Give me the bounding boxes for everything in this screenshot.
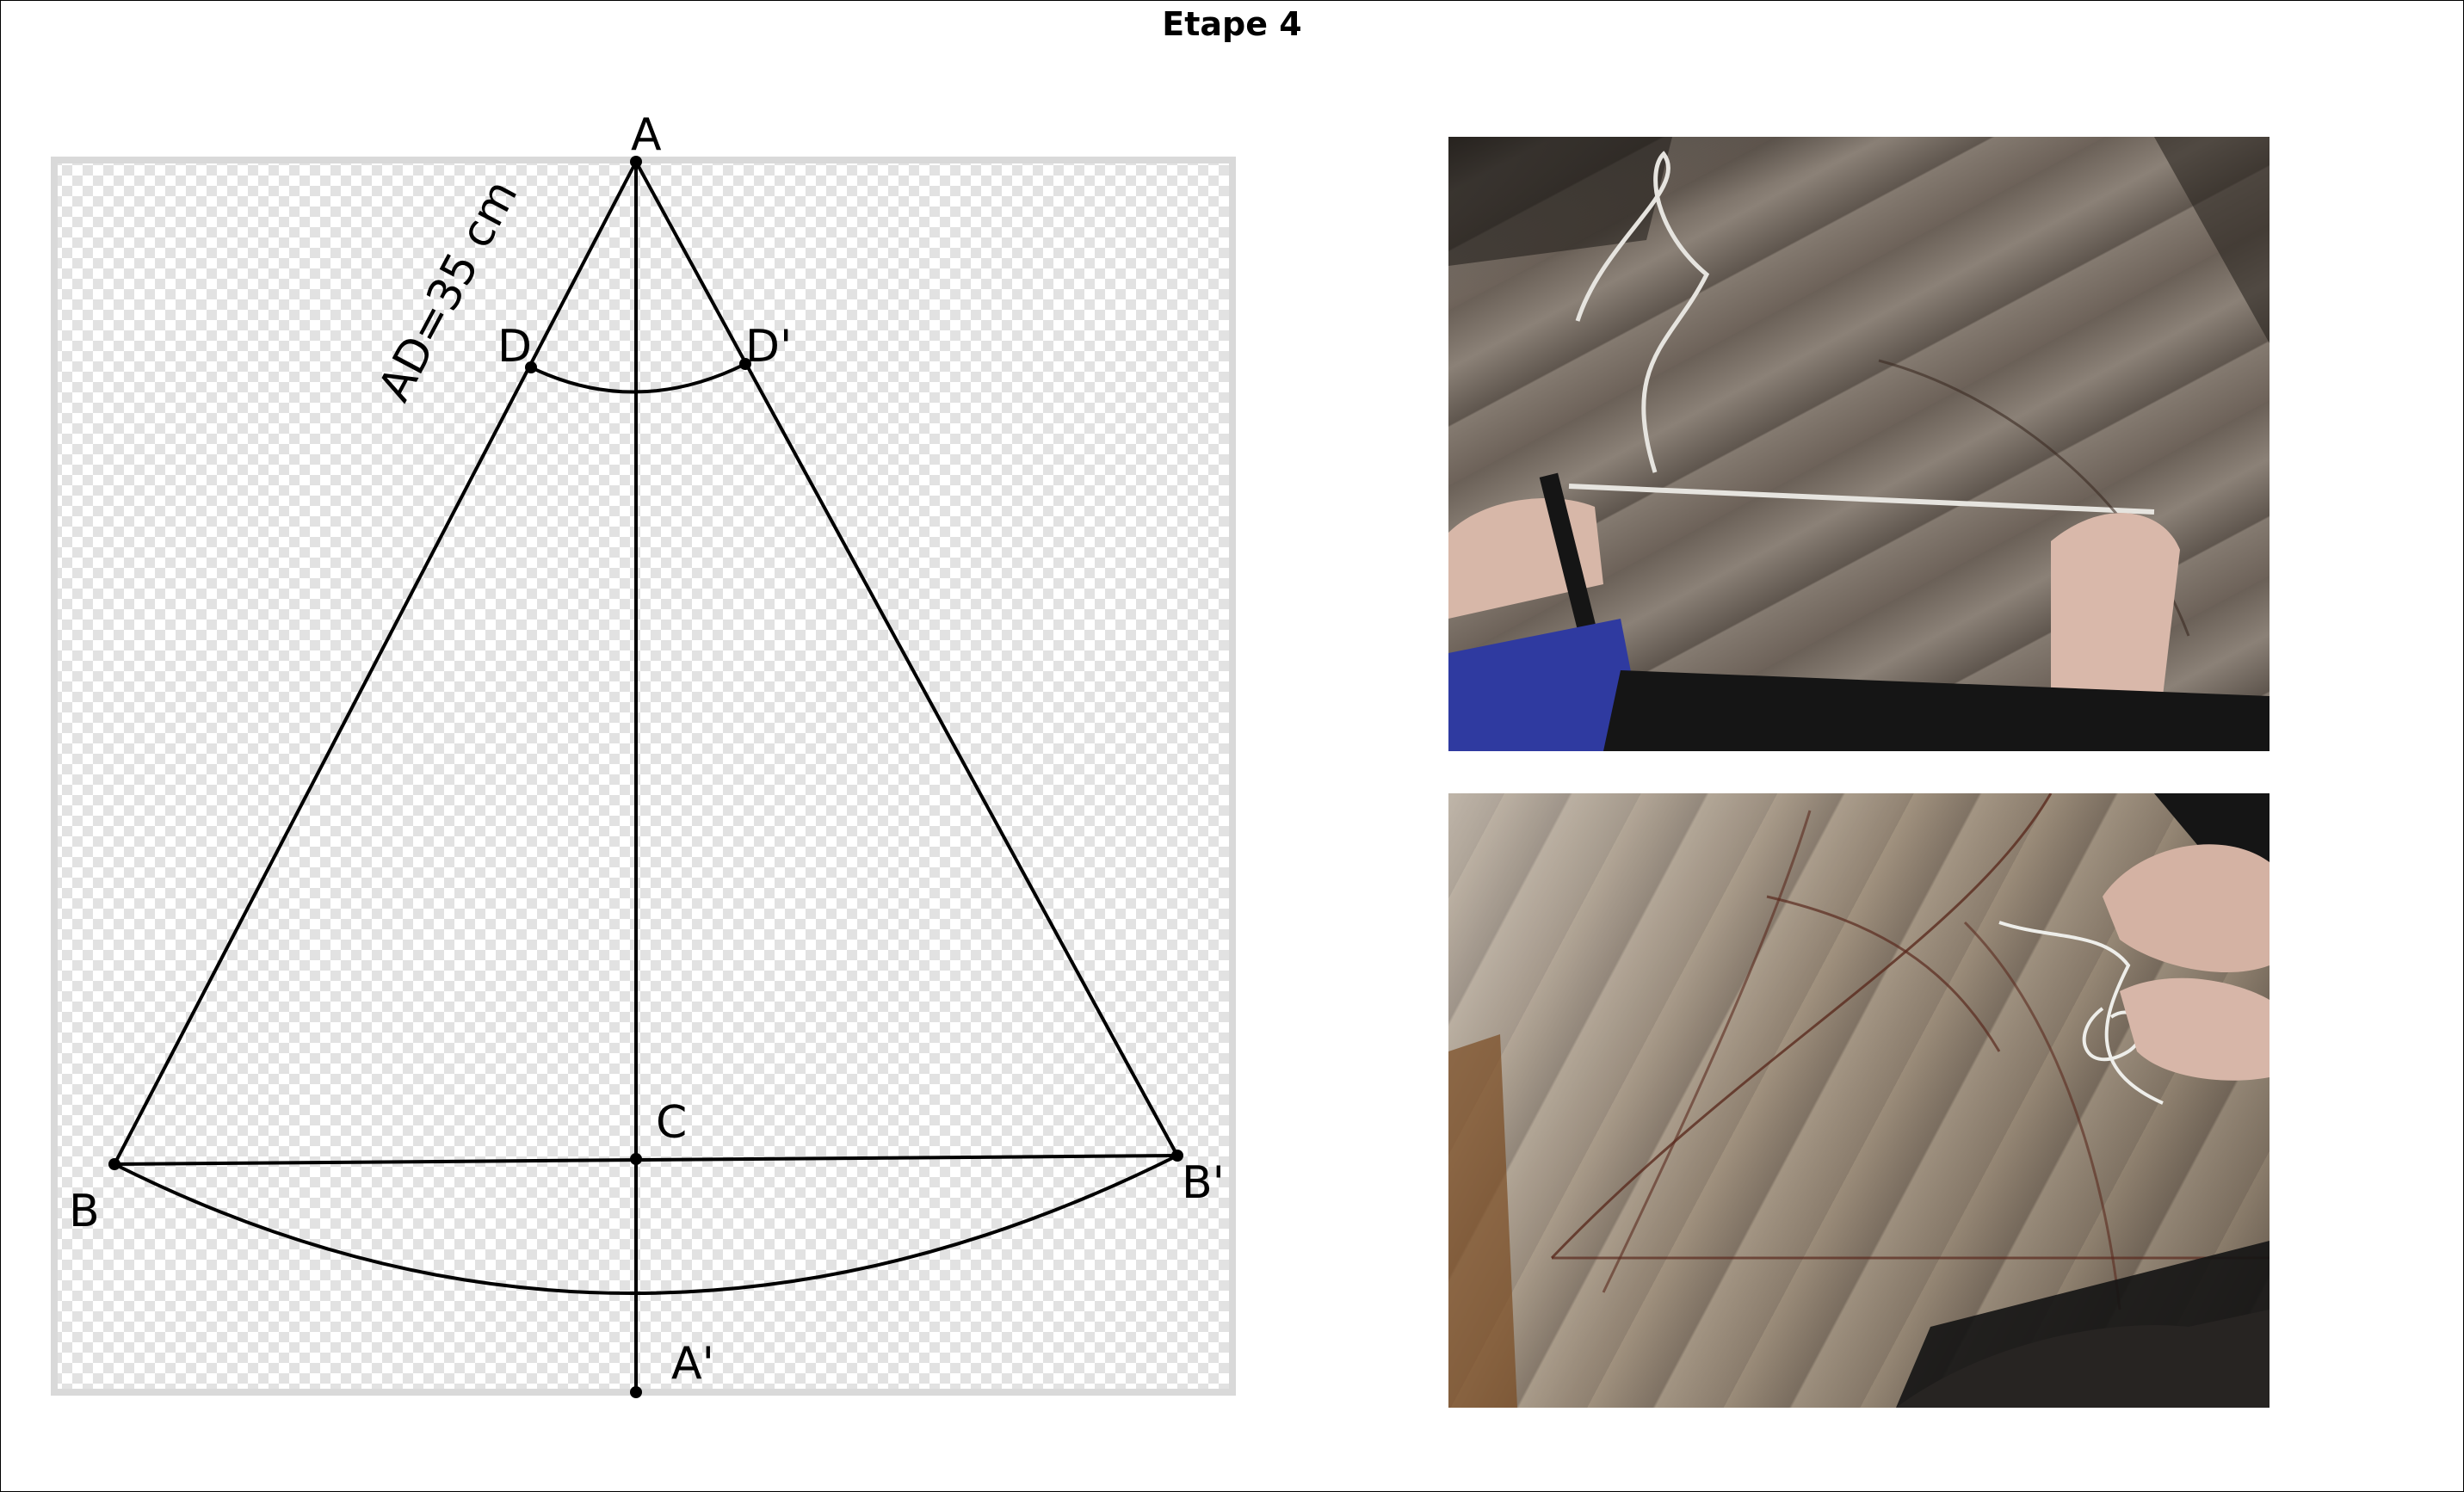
label-A-prime: A' <box>671 1338 714 1390</box>
label-D-prime: D' <box>745 321 792 373</box>
point-A <box>630 156 642 168</box>
point-C <box>630 1153 642 1165</box>
label-C: C <box>656 1097 687 1149</box>
label-A: A <box>631 109 662 161</box>
label-B: B <box>69 1186 100 1237</box>
photo-hands-tying-string-on-drawn-sheet <box>1448 793 2269 1408</box>
point-B <box>108 1158 120 1170</box>
arc-B-B-prime <box>114 1154 1178 1296</box>
segment-AB-prime <box>634 161 1179 1156</box>
photo-string-held-taut-with-marker <box>1448 137 2269 751</box>
segment-AB <box>113 161 638 1165</box>
label-B-prime: B' <box>1182 1157 1225 1209</box>
label-D: D <box>497 321 532 373</box>
arc-D-D-prime <box>530 362 746 394</box>
point-D-prime <box>739 358 751 370</box>
point-D <box>525 361 537 373</box>
point-B-prime <box>1171 1150 1183 1162</box>
transparent-board <box>51 157 1236 1396</box>
chord-B-B-prime <box>114 1154 1178 1166</box>
figure-title: Etape 4 <box>1162 5 1302 43</box>
point-A-prime <box>630 1386 642 1398</box>
